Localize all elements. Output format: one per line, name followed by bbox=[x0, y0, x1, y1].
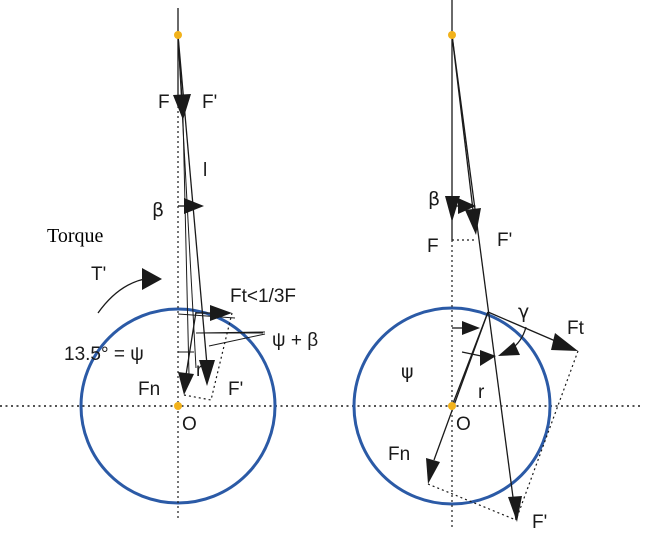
left-f-arrowhead bbox=[173, 94, 191, 120]
left-center-pivot-dot bbox=[174, 402, 182, 410]
right-label-ft: Ft bbox=[567, 318, 585, 339]
right-center-pivot-dot bbox=[448, 402, 456, 410]
right-dashed-side-1 bbox=[515, 350, 579, 521]
left-top-pivot-dot bbox=[174, 31, 182, 39]
right-dashed-side-2 bbox=[427, 483, 517, 521]
right-label-f-prime-bottom: F' bbox=[532, 512, 547, 533]
left-fn-arrowhead bbox=[178, 372, 194, 395]
left-angle-line-5 bbox=[208, 333, 266, 347]
right-radius-arrowhead bbox=[480, 350, 496, 366]
left-label-f: F bbox=[158, 92, 170, 113]
left-diagram: F F' l β Torque T' Ft<1/3F 13.5° = ψ ψ +… bbox=[47, 8, 318, 520]
right-f-arrowhead bbox=[445, 196, 460, 222]
right-f-prime-bottom-arrowhead bbox=[508, 496, 522, 522]
left-label-f-prime: F' bbox=[202, 92, 217, 113]
left-ft-arrowhead bbox=[210, 305, 232, 321]
left-beta-arrowhead bbox=[184, 198, 204, 214]
right-fn-shaft bbox=[433, 311, 489, 461]
right-ft-arrowhead bbox=[551, 333, 578, 351]
left-label-psi-beta: ψ + β bbox=[272, 330, 318, 351]
right-rod-line bbox=[451, 34, 517, 521]
left-label-beta: β bbox=[152, 199, 164, 221]
left-rod-line-inner-2 bbox=[182, 117, 190, 376]
torque-label: Torque bbox=[47, 225, 103, 247]
right-label-fn: Fn bbox=[388, 444, 410, 465]
right-top-pivot-dot bbox=[448, 31, 456, 39]
left-label-psi-eq: 13.5° = ψ bbox=[64, 344, 144, 365]
right-f-prime-shaft bbox=[451, 34, 474, 211]
left-label-r: r bbox=[196, 360, 203, 381]
right-label-beta: β bbox=[428, 188, 440, 210]
right-ft-shaft bbox=[487, 311, 561, 344]
left-dashed-side-2 bbox=[183, 394, 212, 401]
right-inner-arrowhead bbox=[462, 321, 480, 335]
left-label-f-prime-bottom: F' bbox=[228, 379, 243, 400]
left-angle-line-1 bbox=[177, 313, 236, 319]
left-label-l: l bbox=[203, 160, 207, 181]
right-label-psi: ψ bbox=[401, 361, 414, 383]
left-f-prime-arrowhead bbox=[199, 360, 215, 386]
left-label-t-prime: T' bbox=[91, 264, 106, 285]
left-label-ft: Ft<1/3F bbox=[230, 286, 296, 307]
left-f-arrow-shaft bbox=[177, 34, 183, 101]
left-label-o: O bbox=[182, 414, 197, 435]
right-diagram: β F F' γ Ft ψ r O Fn F' bbox=[352, 0, 585, 533]
right-label-o: O bbox=[456, 414, 471, 435]
right-label-gamma: γ bbox=[518, 301, 529, 323]
left-torque-arrowhead bbox=[142, 268, 162, 290]
left-fn-arrow-shaft bbox=[185, 311, 197, 376]
right-label-r: r bbox=[478, 382, 485, 403]
right-beta-arrowhead bbox=[458, 198, 476, 214]
right-wheel-circle bbox=[352, 306, 552, 506]
right-fn-arrowhead bbox=[426, 458, 440, 484]
right-gamma-arrowhead bbox=[498, 342, 520, 356]
left-label-fn: Fn bbox=[138, 379, 160, 400]
right-f-prime-arrowhead bbox=[465, 208, 481, 235]
right-label-f: F bbox=[427, 236, 439, 257]
right-label-f-prime: F' bbox=[497, 230, 512, 251]
left-rod-line bbox=[177, 34, 208, 366]
